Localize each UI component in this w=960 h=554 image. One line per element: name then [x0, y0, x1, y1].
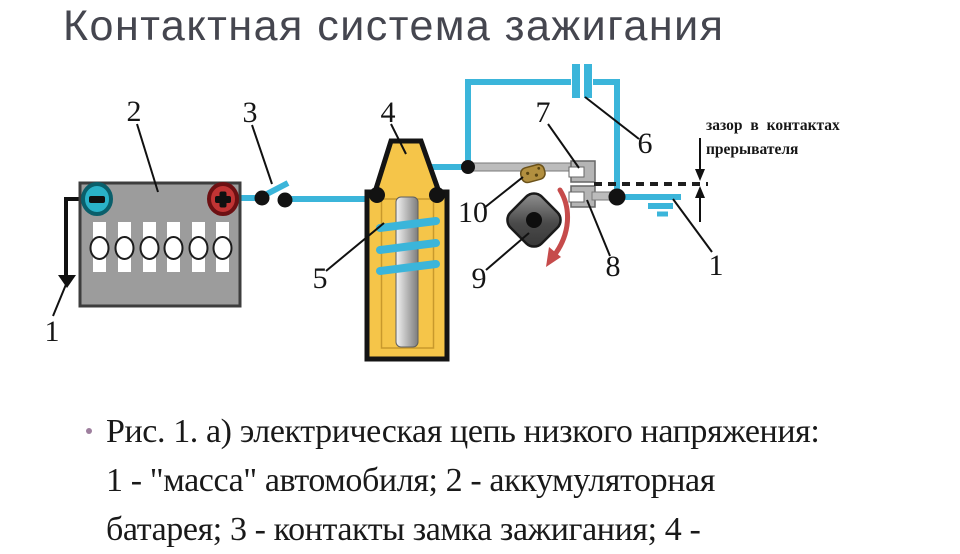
leader-8	[586, 199, 611, 257]
switch-dot-left	[254, 190, 270, 206]
capacitor	[572, 64, 592, 98]
leader-5	[325, 222, 385, 272]
leader-lines	[52, 96, 713, 317]
label-contact-upper: 7	[536, 96, 551, 129]
cam-shaft	[526, 212, 542, 228]
gap-arrowhead-down	[695, 169, 705, 181]
rotation-arrowhead	[546, 247, 561, 267]
gap-note-line2: прерывателя	[706, 141, 798, 158]
coil-terminal-left	[369, 187, 385, 203]
caption-bullet	[86, 428, 92, 434]
caption-line-1: Рис. 1. а) электрическая цепь низкого на…	[106, 413, 820, 450]
label-primary-winding: 5	[313, 262, 328, 295]
rotation-arrow	[550, 187, 571, 260]
ignition-coil	[364, 138, 450, 362]
distributor-cam	[506, 163, 571, 267]
caption-line-3: батарея; 3 - контакты замка зажигания; 4…	[106, 511, 701, 548]
junction-dots	[254, 160, 626, 208]
wire-capacitor-to-contact	[593, 79, 620, 193]
coil-terminal-right	[429, 187, 445, 203]
label-cam: 9	[472, 262, 487, 295]
primary-winding	[376, 217, 440, 275]
junction-lower-contact	[608, 188, 626, 206]
ground-symbol-left	[58, 275, 76, 288]
slide-title: Контактная система зажигания	[63, 2, 725, 50]
leader-3	[251, 124, 273, 185]
capacitor-plate-right	[584, 64, 592, 98]
negative-terminal-slot	[89, 196, 105, 203]
leader-2	[136, 123, 159, 193]
breaker	[469, 160, 708, 208]
label-ignition-switch: 3	[243, 96, 258, 129]
label-rubbing-block: 10	[458, 196, 488, 229]
leader-4	[390, 123, 407, 155]
ground-wire-left	[64, 197, 84, 276]
leader-10	[483, 176, 524, 209]
gap-note-line1: зазор в контактах	[706, 117, 840, 134]
lower-contact-notch	[568, 191, 585, 203]
gap-arrowhead-up	[695, 186, 705, 198]
switch-dot-right	[277, 192, 293, 208]
label-coil: 4	[381, 96, 396, 129]
label-ground-right: 1	[709, 249, 724, 282]
rubbing-block	[519, 163, 546, 184]
caption-line-2: 1 - "масса" автомобиля; 2 - аккумуляторн…	[106, 462, 715, 499]
junction-coil-top	[461, 160, 475, 174]
battery-cell-caps	[89, 236, 233, 260]
wire-junction-to-capacitor	[465, 79, 571, 170]
leader-6	[584, 96, 640, 140]
label-capacitor: 6	[638, 127, 653, 160]
figure-caption: Рис. 1. а) электрическая цепь низкого на…	[106, 407, 946, 554]
positive-terminal-cross-v	[219, 191, 227, 208]
label-contact-lower: 8	[606, 250, 621, 283]
ignition-circuit-diagram: 1 2 3 4 5 6 7 8 9 10 1 зазор в контактах…	[45, 64, 840, 362]
label-battery: 2	[127, 95, 142, 128]
wire-battery-to-ground	[64, 197, 84, 276]
battery	[78, 181, 242, 308]
label-ground-left: 1	[45, 315, 60, 348]
capacitor-plate-left	[572, 64, 580, 98]
leader-7	[547, 123, 580, 169]
leader-1-left	[52, 281, 68, 317]
leader-9	[485, 232, 530, 271]
leader-1-right	[672, 198, 713, 253]
upper-contact-notch	[568, 166, 585, 178]
